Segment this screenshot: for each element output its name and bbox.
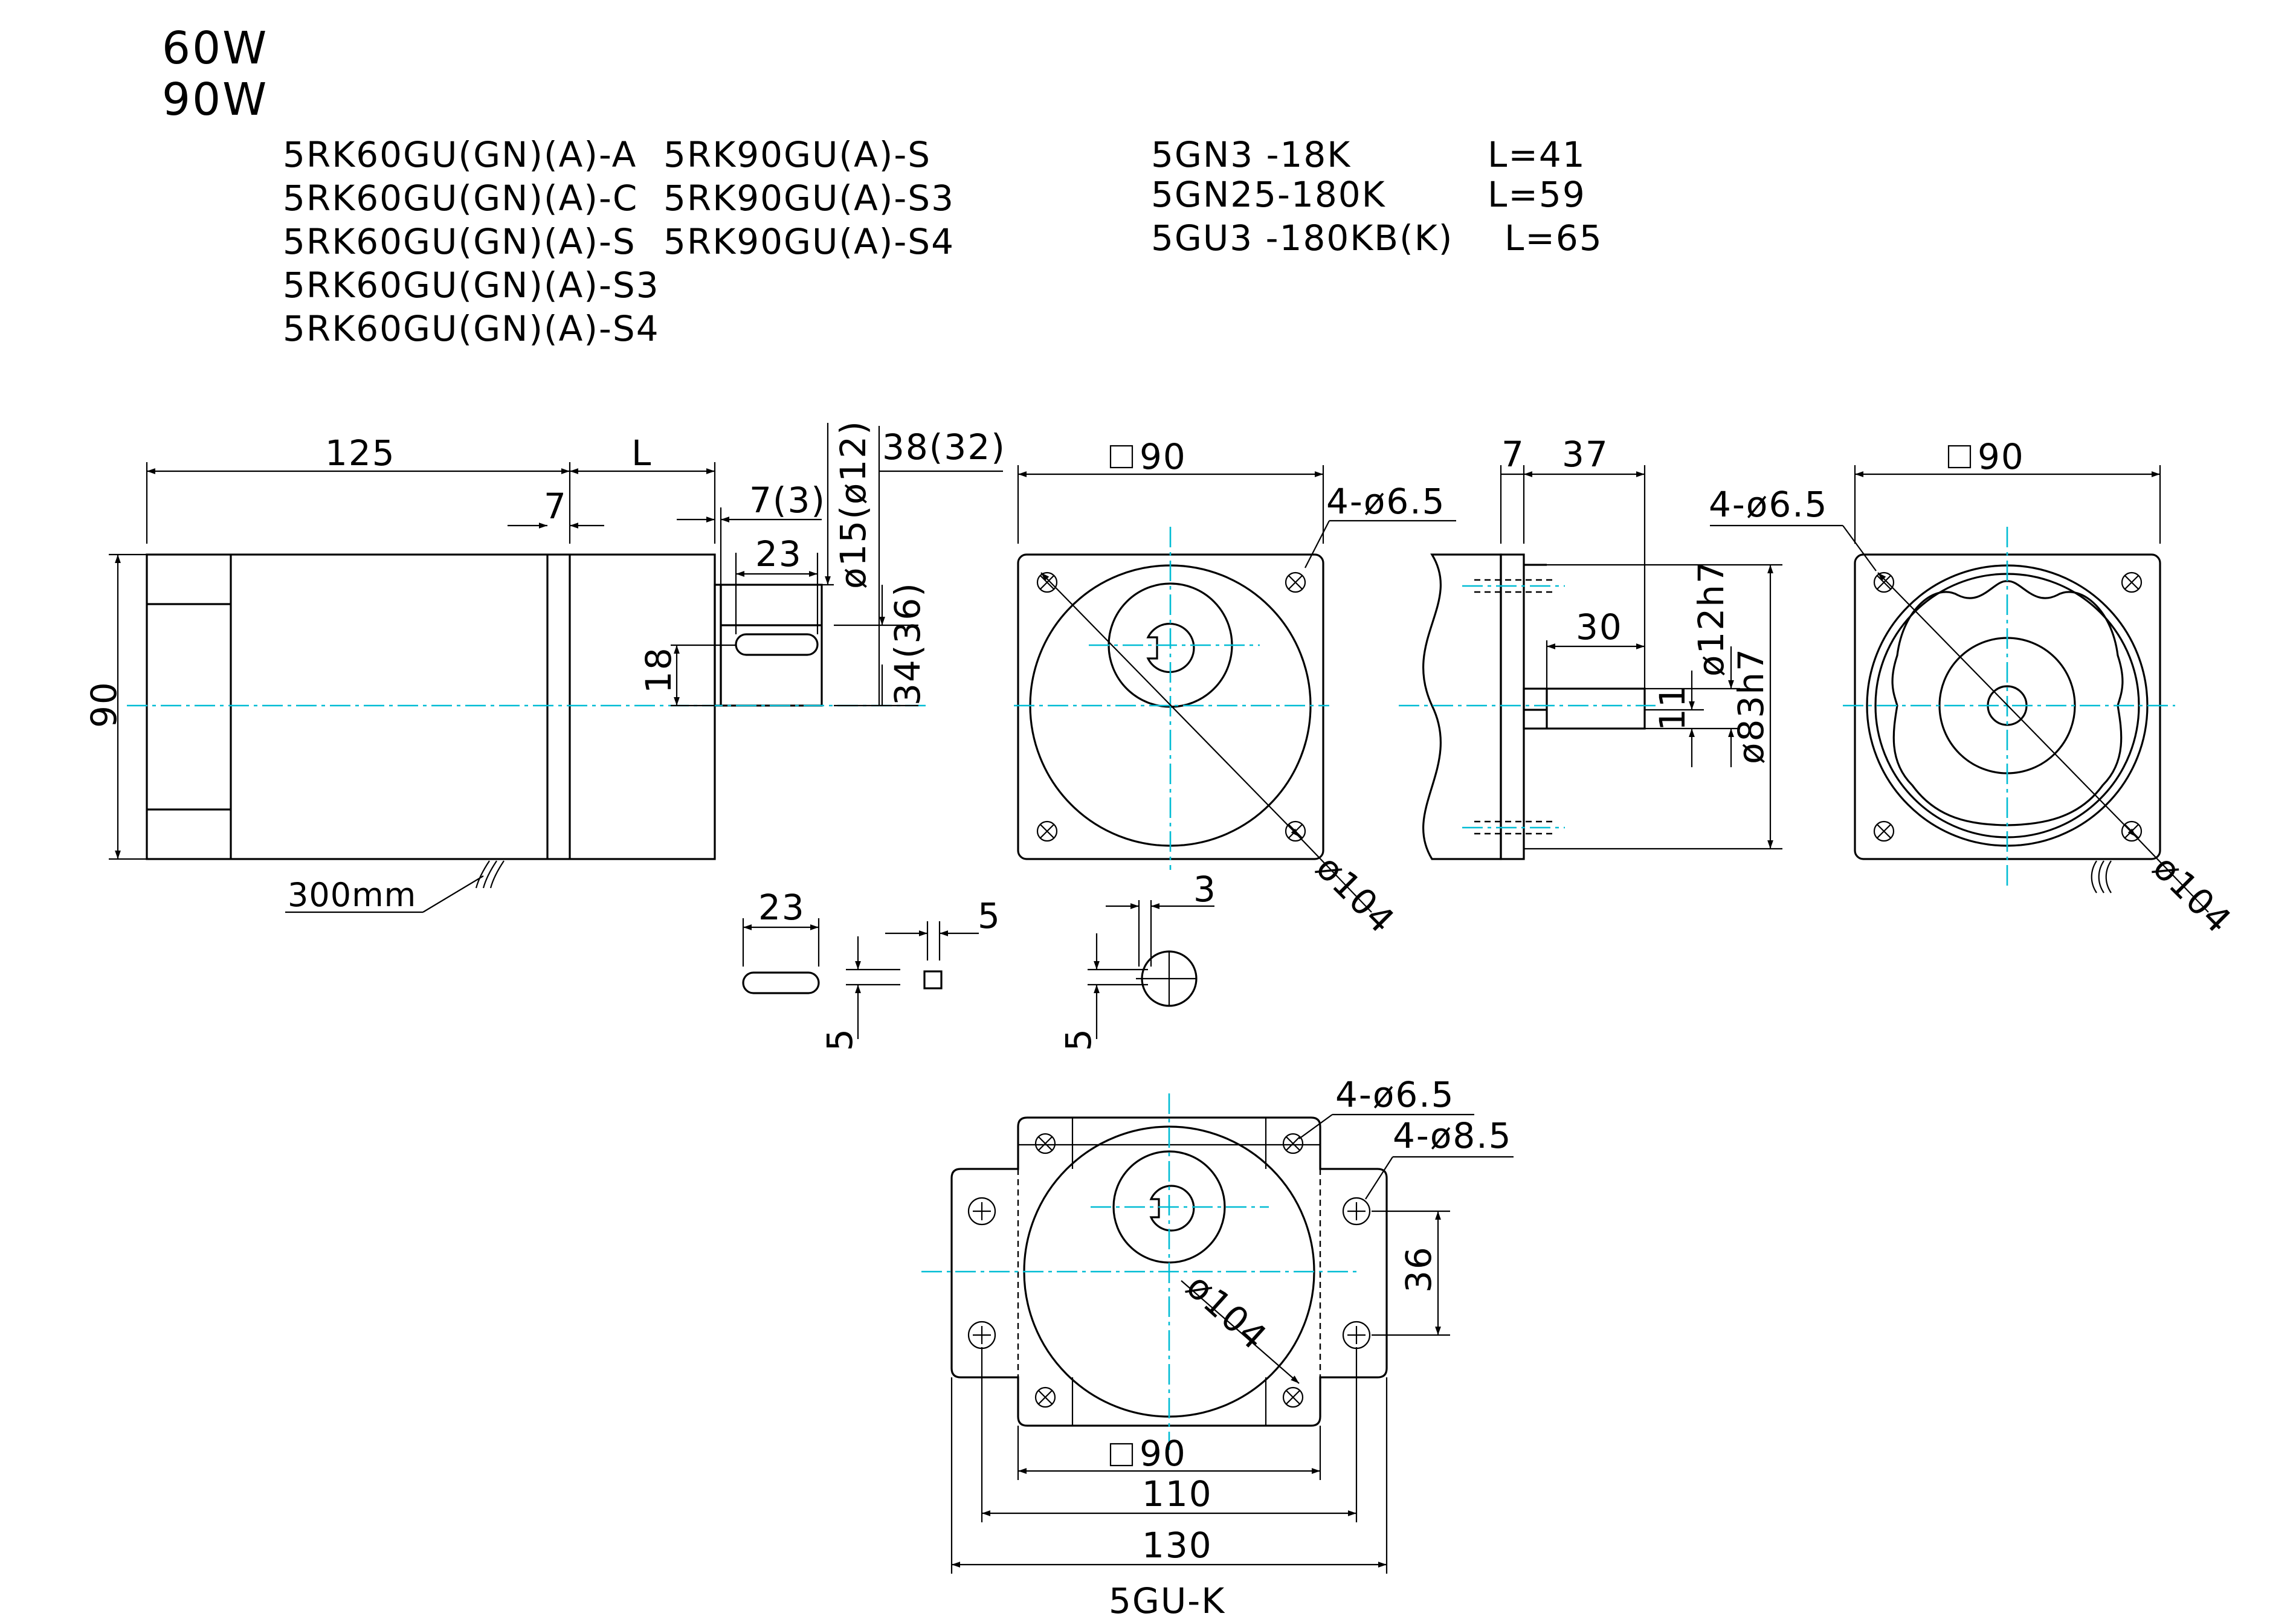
dim-34-36: 34(36) (887, 582, 928, 706)
bottom-holes-large: 4-ø8.5 (1393, 1115, 1512, 1156)
bottom-dim-36: 36 (1398, 1246, 1439, 1293)
key-dim-5-left: 5 (819, 1028, 860, 1051)
gearhead-model: 5GU3 -180KB(K) (1151, 217, 1453, 259)
gearhead-side-view: 7 37 30 ø12h7 11 ø83h7 (1399, 434, 1782, 860)
bottom-view: 4-ø6.5 4-ø8.5 ø104 36 90 110 130 5GU-K (921, 1074, 1514, 1621)
key-dim-3: 3 (1193, 869, 1217, 910)
key-details: 23 5 5 3 5 (742, 869, 1217, 1051)
bottom-view-label: 5GU-K (1109, 1580, 1225, 1621)
side-view: 300mm 125 L 7 7(3) 23 ø15(ø12) 38(32) (83, 420, 1006, 914)
dim-90: 90 (83, 681, 124, 728)
dim-38-32: 38(32) (882, 426, 1006, 468)
model-list: 5RK60GU(GN)(A)-A 5RK60GU(GN)(A)-C 5RK60G… (283, 134, 955, 349)
key-dim-5-top: 5 (978, 895, 1001, 936)
gearhead-length: L=41 (1488, 134, 1586, 175)
key-dim-5-shaft: 5 (1058, 1028, 1099, 1051)
gearhead-model: 5GN25-180K (1151, 174, 1386, 215)
key-dim-23: 23 (758, 887, 805, 928)
gearside-dim-12h7: ø12h7 (1691, 560, 1732, 677)
bottom-dim-110: 110 (1142, 1473, 1213, 1514)
rear-square-90: 90 (1978, 436, 2025, 477)
front-holes-label: 4-ø6.5 (1326, 481, 1446, 522)
gearhead-length: L=65 (1504, 217, 1603, 259)
model-item: 5RK60GU(GN)(A)-S4 (283, 308, 660, 349)
rear-view: 90 4-ø6.5 ø104 (1709, 436, 2240, 942)
rear-holes-label: 4-ø6.5 (1709, 484, 1828, 525)
bottom-holes-small: 4-ø6.5 (1335, 1074, 1455, 1115)
gearside-dim-37: 37 (1562, 434, 1609, 475)
gearhead-list: 5GN3 -18K L=41 5GN25-180K L=59 5GU3 -180… (1151, 134, 1603, 259)
model-item: 5RK90GU(A)-S4 (663, 221, 955, 262)
power-rating-90w: 90W (162, 74, 268, 126)
header: 60W 90W (162, 22, 268, 126)
model-item: 5RK60GU(GN)(A)-S (283, 221, 636, 262)
dim-7: 7 (544, 486, 567, 527)
gearside-dim-30: 30 (1576, 607, 1623, 648)
power-rating-60w: 60W (162, 22, 268, 74)
dim-7-3: 7(3) (749, 480, 826, 521)
dim-d15-d12: ø15(ø12) (833, 420, 874, 589)
front-view: 90 4-ø6.5 ø104 (1014, 436, 1456, 942)
dim-125: 125 (325, 433, 396, 474)
gearhead-model: 5GN3 -18K (1151, 134, 1351, 175)
bottom-dim-130: 130 (1142, 1525, 1213, 1566)
model-item: 5RK60GU(GN)(A)-C (283, 178, 638, 219)
dim-23: 23 (755, 533, 802, 574)
cable-length-label: 300mm (288, 876, 416, 914)
rear-dia-104: ø104 (2145, 847, 2240, 942)
bottom-dia-104: ø104 (1179, 1266, 1275, 1359)
model-item: 5RK60GU(GN)(A)-A (283, 134, 637, 175)
front-square-90: 90 (1140, 436, 1187, 477)
gearside-dim-7: 7 (1501, 434, 1525, 475)
front-dia-104: ø104 (1308, 847, 1403, 942)
model-item: 5RK60GU(GN)(A)-S3 (283, 265, 660, 306)
dim-L: L (631, 433, 652, 474)
model-item: 5RK90GU(A)-S (663, 134, 931, 175)
gearside-dim-83h7: ø83h7 (1730, 648, 1772, 764)
gearhead-length: L=59 (1488, 174, 1586, 215)
dim-18: 18 (638, 646, 679, 694)
bottom-square-90: 90 (1140, 1433, 1187, 1474)
gearside-dim-11: 11 (1652, 684, 1693, 731)
model-item: 5RK90GU(A)-S3 (663, 178, 955, 219)
